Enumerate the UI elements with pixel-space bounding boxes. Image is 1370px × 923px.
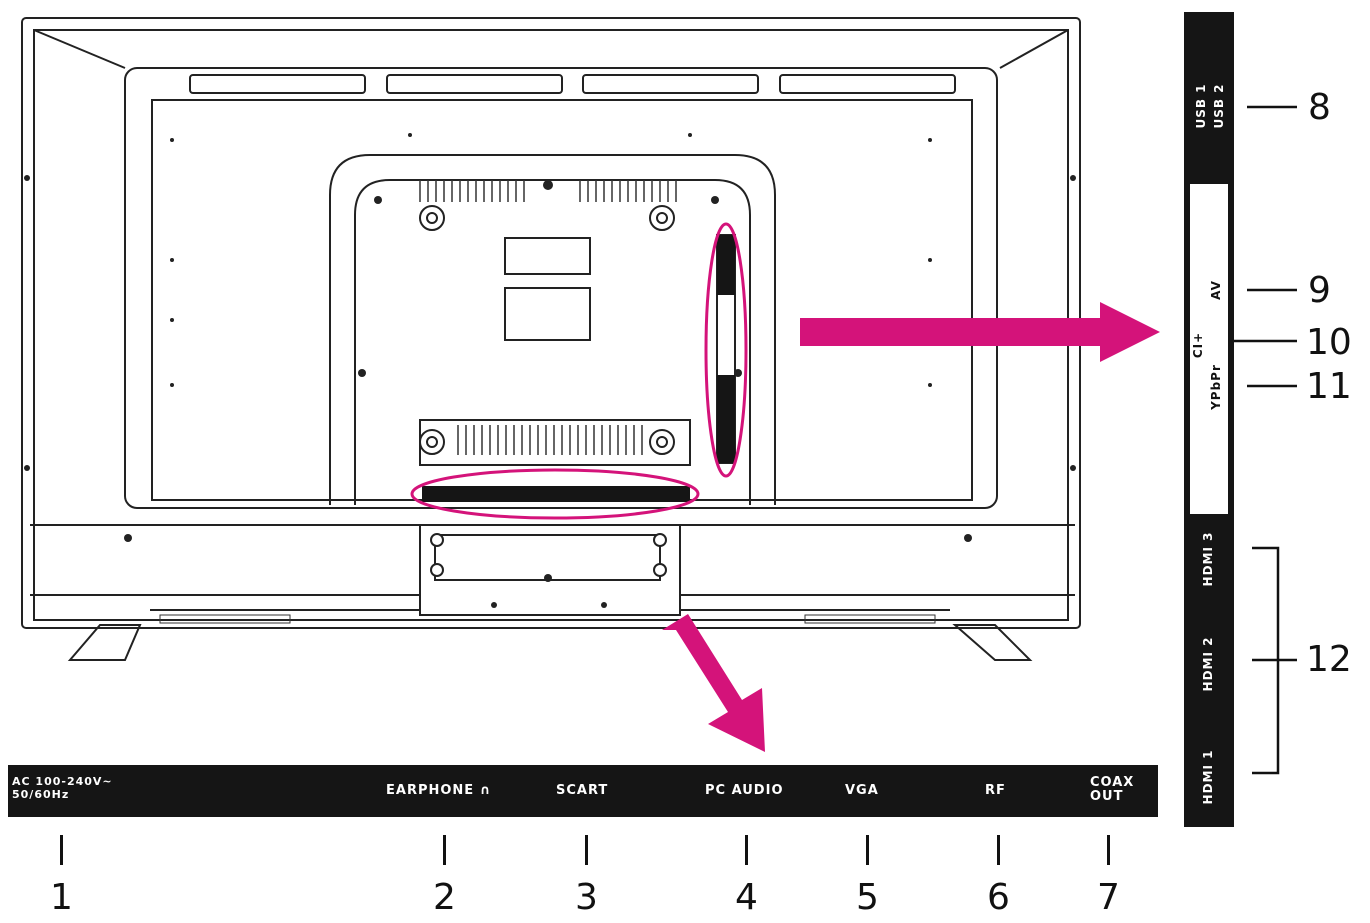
callout-line-7 (1107, 835, 1110, 865)
callout-line-4 (745, 835, 748, 865)
hdmi3-label: HDMI 3 (1201, 531, 1215, 587)
av-label: AV (1209, 280, 1223, 300)
bottom-vent-strip (159, 614, 936, 624)
tv-side-ports (716, 234, 736, 464)
callout-number-9: 9 (1308, 270, 1331, 311)
mount-screws (419, 205, 675, 577)
ac-power-label: AC 100-240V~ 50/60Hz (12, 775, 113, 801)
callout-number-6: 6 (987, 877, 1010, 918)
callout-number-5: 5 (856, 877, 879, 918)
vent-grilles (419, 180, 677, 455)
right-arrow (800, 302, 1160, 362)
callout-line-1 (60, 835, 63, 865)
side-panel-white-section (1190, 184, 1228, 514)
headphone-icon: ∩ (479, 783, 492, 798)
rf-label: RF (985, 783, 1006, 798)
ypbpr-label: YPbPr (1209, 364, 1223, 410)
pc-audio-label: PC AUDIO (705, 783, 784, 798)
callout-number-1: 1 (50, 877, 73, 918)
callout-line-6 (997, 835, 1000, 865)
usb1-label: USB 1 (1194, 83, 1208, 129)
earphone-label-text: EARPHONE (386, 783, 480, 798)
tv-outline (21, 17, 1081, 661)
callout-number-4: 4 (735, 877, 758, 918)
callout-number-3: 3 (575, 877, 598, 918)
scart-label: SCART (556, 783, 609, 798)
callout-number-2: 2 (433, 877, 456, 918)
callout-number-10: 10 (1306, 322, 1352, 363)
vga-label: VGA (845, 783, 879, 798)
down-arrow (662, 614, 765, 752)
callout-number-7: 7 (1097, 877, 1120, 918)
callout-line-2 (443, 835, 446, 865)
callout-number-12: 12 (1306, 639, 1352, 680)
hdmi1-label: HDMI 1 (1201, 749, 1215, 805)
small-dots (24, 133, 1076, 608)
callout-line-5 (866, 835, 869, 865)
top-vents (189, 74, 956, 94)
side-port-panel: USB 1 USB 2 AV CI+ YPbPr HDMI 3 HDMI 2 H… (1184, 12, 1234, 827)
usb2-label: USB 2 (1212, 83, 1226, 129)
tv-bottom-ports (422, 486, 690, 502)
highlight-ellipses (410, 222, 748, 520)
coax-out-label: COAX OUT (1090, 775, 1135, 804)
bottom-port-panel: AC 100-240V~ 50/60Hz EARPHONE ∩ SCART PC… (8, 765, 1158, 817)
callout-line-3 (585, 835, 588, 865)
hdmi2-label: HDMI 2 (1201, 636, 1215, 692)
ci-plus-label: CI+ (1191, 331, 1205, 359)
callout-number-8: 8 (1308, 87, 1331, 128)
earphone-label: EARPHONE ∩ (386, 784, 491, 798)
callout-number-11: 11 (1306, 366, 1352, 407)
